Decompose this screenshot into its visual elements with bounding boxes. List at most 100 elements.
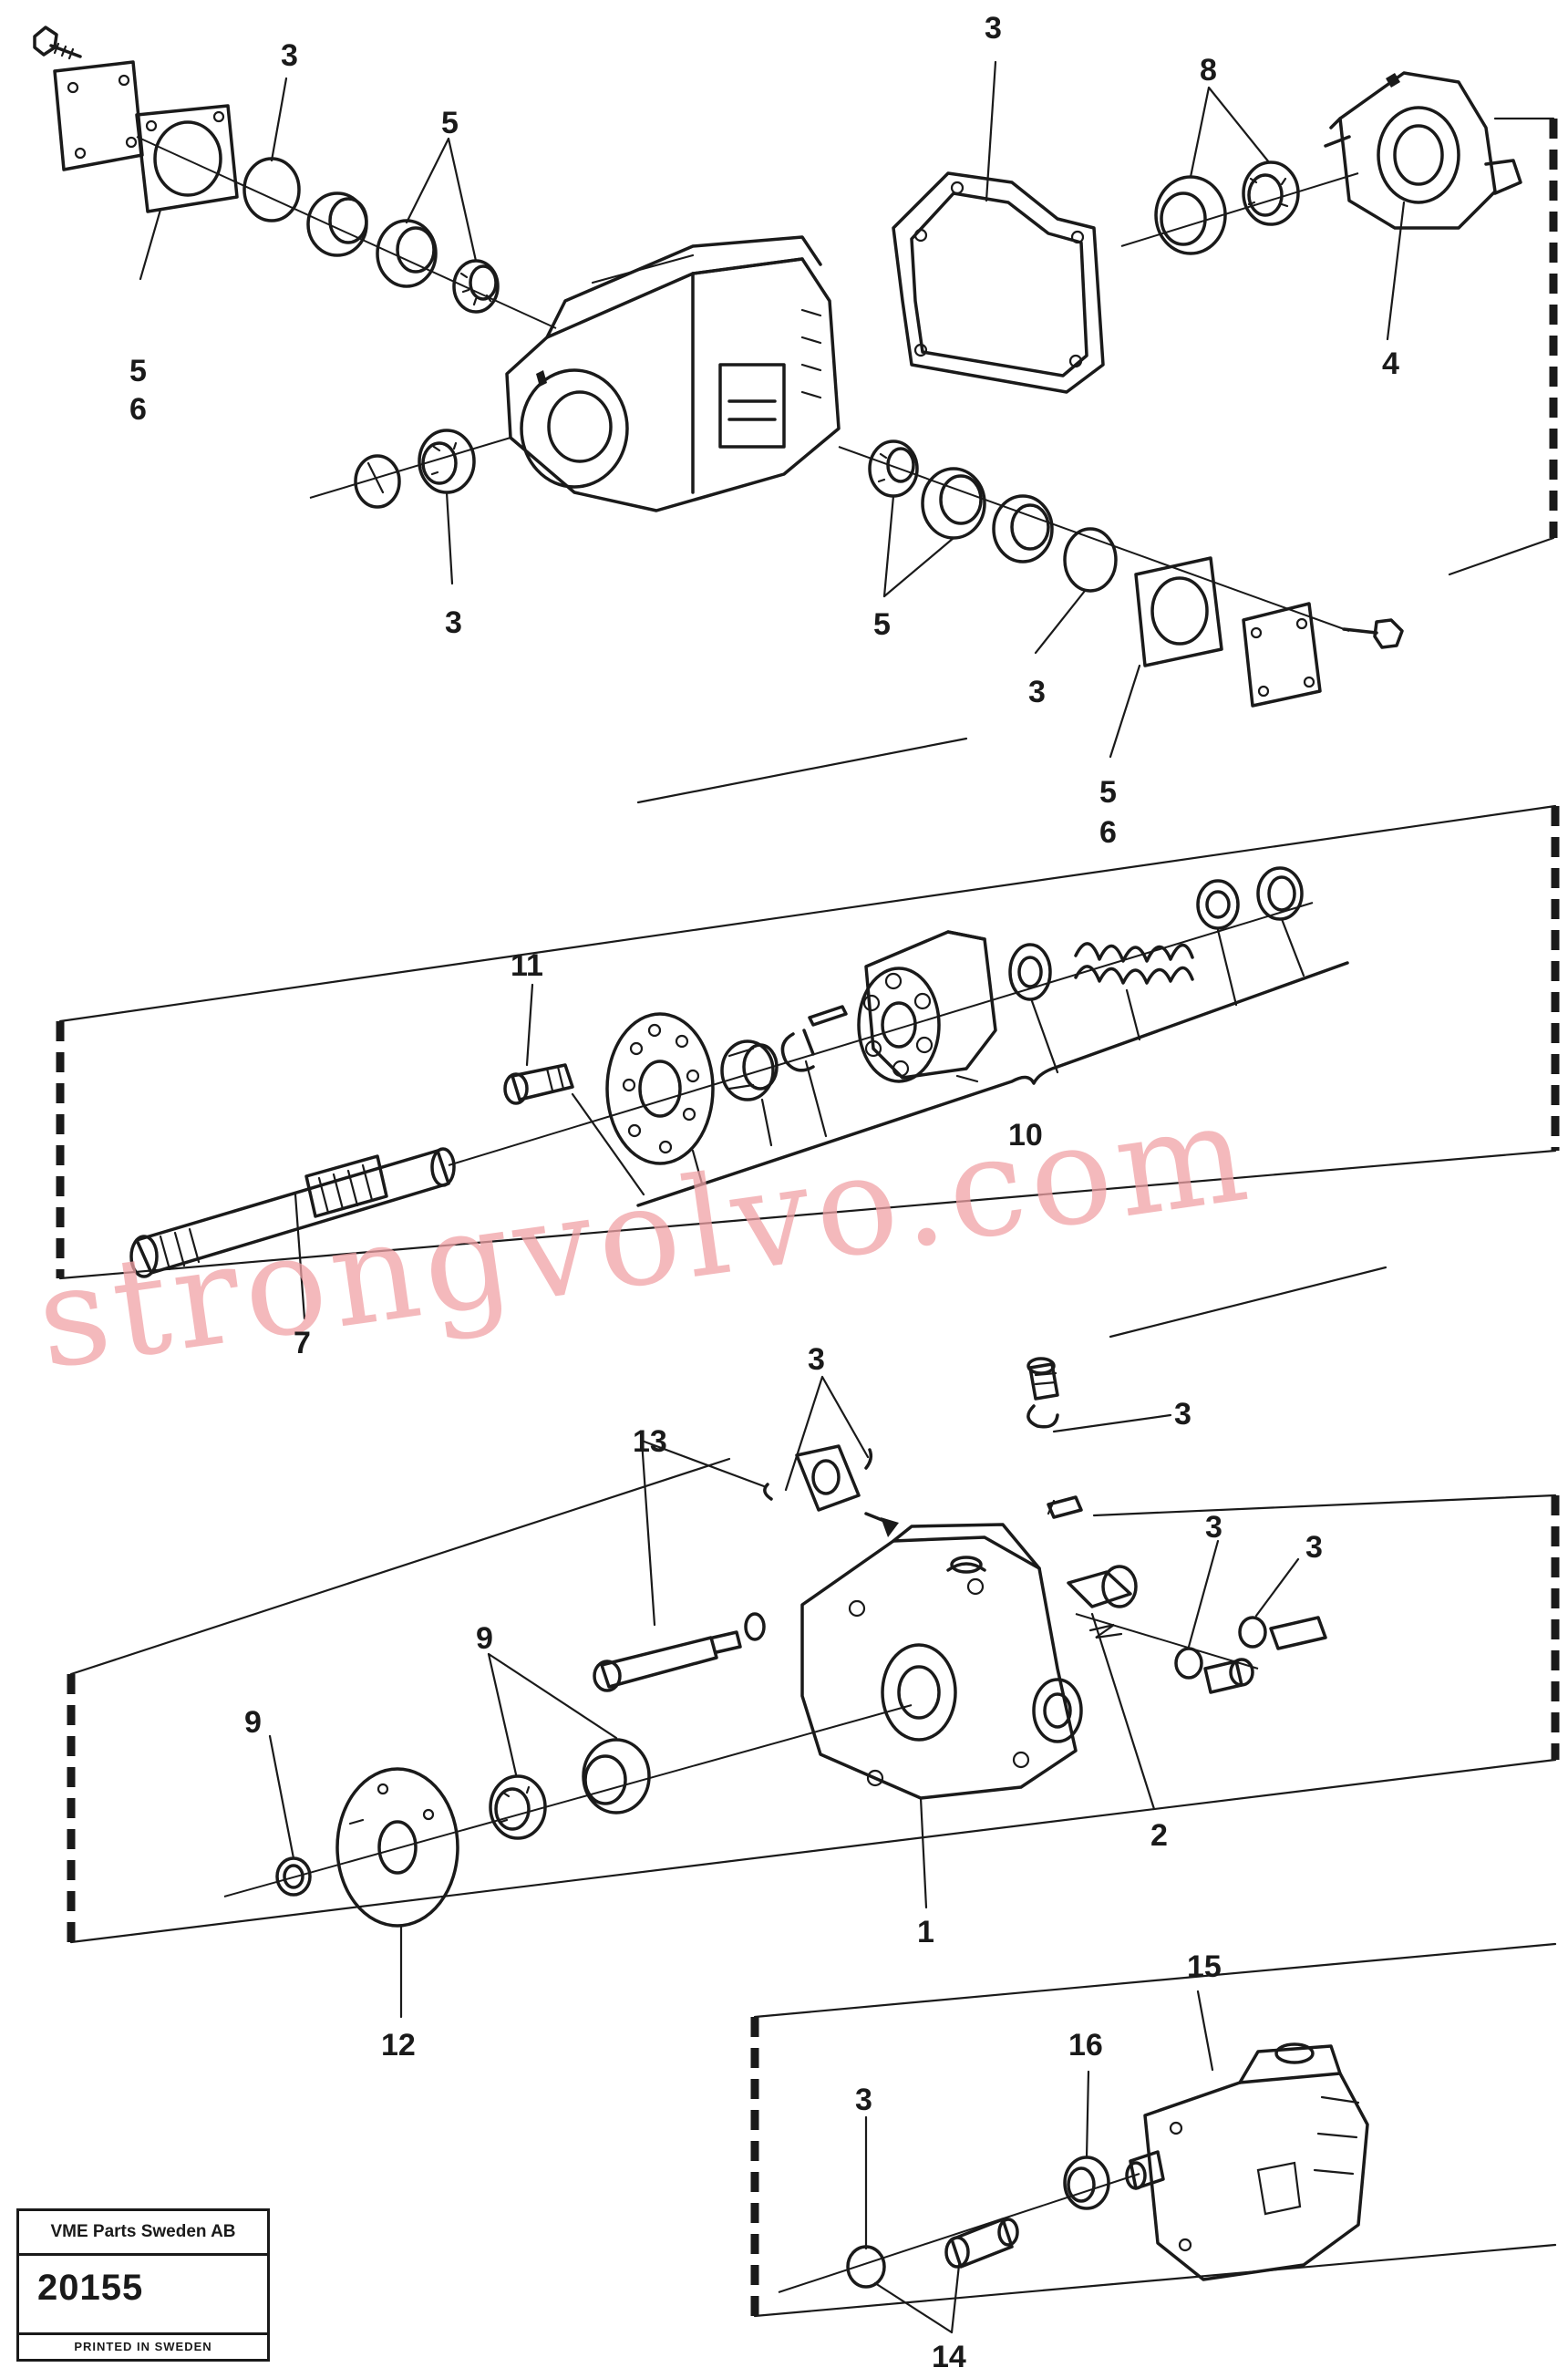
break-line	[1088, 1623, 1123, 1639]
callout-3: 3	[1305, 1530, 1323, 1565]
watermark: strongvolvo.com	[28, 1073, 1262, 1401]
callouts: 3 5 5 6 3 8 4 3 5 3 5 6 11 10 7 3 3 13 3…	[129, 11, 1399, 2374]
callout-3: 3	[1205, 1510, 1222, 1545]
bearing-cup-lower-right	[921, 467, 986, 540]
bearing-cup-right-upper	[1154, 175, 1227, 255]
roller-bearing-left	[452, 259, 500, 314]
cover-plate-left	[53, 60, 144, 171]
snap-ring-middle	[1256, 866, 1304, 921]
gasket-center	[892, 171, 1105, 394]
callout-4: 4	[1382, 346, 1399, 381]
cylinder-block	[857, 930, 997, 1083]
section-end-cover	[67, 1266, 1560, 2019]
plug-right-small	[1174, 1647, 1203, 1680]
callout-5: 5	[1099, 775, 1117, 810]
section-pump-housing	[33, 26, 1558, 804]
section-bracket-line-upper	[1448, 117, 1555, 576]
drawing-number: 20155	[37, 2268, 144, 2308]
bearing-ring-lower-right	[992, 494, 1054, 563]
section-frame-lower	[69, 1457, 1557, 1944]
inspection-cover	[795, 1444, 899, 1537]
roller-bearing-lower-right	[868, 439, 919, 498]
section-frame-middle	[58, 804, 1557, 1280]
company-name: VME Parts Sweden AB	[19, 2211, 267, 2256]
callout-5: 5	[873, 607, 891, 642]
shaft-axis-lower-left	[309, 437, 511, 499]
shaft-axis-aux	[778, 2173, 1140, 2293]
coupling-sleeve	[944, 2218, 1019, 2269]
callout-2: 2	[1150, 1818, 1168, 1853]
leader-line-7	[294, 1193, 306, 1320]
callout-12: 12	[381, 2028, 416, 2063]
end-cover	[800, 1523, 1083, 1800]
section-divider-1	[636, 737, 968, 804]
callout-6: 6	[129, 392, 147, 427]
callout-9: 9	[244, 1705, 262, 1740]
callout-7: 7	[294, 1326, 311, 1360]
aux-pump	[1125, 2042, 1369, 2281]
section-frame-aux	[753, 1942, 1557, 2318]
callout-13: 13	[633, 1424, 667, 1459]
shaft-axis-lower	[223, 1704, 913, 1897]
flange-lower-right	[1134, 556, 1223, 667]
plug-top	[1026, 1357, 1059, 1401]
drive-shaft	[129, 1147, 456, 1278]
callout-6: 6	[1099, 815, 1117, 850]
cover-plate-lower-right	[1242, 602, 1322, 708]
callout-3: 3	[445, 605, 462, 640]
screw-lower-right	[1342, 618, 1404, 649]
shaft-axis-upper	[136, 136, 557, 329]
roller-bearing-lower-left	[418, 429, 476, 494]
shaft-seal	[1063, 2156, 1110, 2210]
o-ring-lower-right	[1063, 527, 1118, 593]
callout-5: 5	[441, 106, 459, 140]
shaft-axis-right	[1120, 172, 1359, 247]
section-shaft-assembly	[56, 804, 1560, 1320]
leader-lines-upper	[139, 60, 1406, 759]
callout-10: 10	[1008, 1118, 1043, 1153]
pump-housing	[505, 235, 841, 512]
bushing	[720, 1039, 779, 1101]
callout-1: 1	[917, 1915, 934, 1949]
key-pin	[808, 1005, 848, 1027]
title-block: VME Parts Sweden AB 20155 PRINTED IN SWE…	[16, 2208, 270, 2362]
roller-bearing-right-upper	[1242, 160, 1300, 226]
section-aux-pump	[750, 1942, 1557, 2334]
swash-plate	[335, 1767, 459, 1928]
roller-bearing-9	[489, 1774, 547, 1840]
flange-left	[135, 104, 239, 213]
callout-3: 3	[808, 1342, 825, 1377]
leader-line-11	[525, 983, 534, 1067]
section-divider-2	[1109, 1266, 1387, 1339]
bearing-sleeve-9	[582, 1738, 651, 1815]
leader-lines-lower	[268, 1375, 1300, 2019]
callout-16: 16	[1068, 2028, 1103, 2063]
spring-retainer	[1196, 879, 1240, 930]
callout-5: 5	[129, 354, 147, 388]
callout-3: 3	[985, 11, 1002, 46]
printed-note: PRINTED IN SWEDEN	[19, 2332, 267, 2359]
callout-3: 3	[281, 38, 298, 73]
leader-lines-aux	[864, 1990, 1214, 2334]
callout-9: 9	[476, 1621, 493, 1656]
plug-right-far	[1238, 1616, 1327, 1650]
bearing-ring-left	[306, 191, 368, 257]
callout-3: 3	[1028, 675, 1046, 709]
washer-10a	[1008, 943, 1052, 1001]
axis-plug-right	[1075, 1613, 1259, 1670]
shaft-axis-lower-right	[838, 446, 1350, 632]
plug-right-bolt	[1203, 1658, 1254, 1694]
callout-15: 15	[1187, 1949, 1222, 1984]
hose-fitting	[1067, 1565, 1138, 1608]
bearing-housing	[1324, 71, 1522, 230]
o-ring-13a	[763, 1483, 773, 1501]
leader-lines-10	[571, 917, 1305, 1196]
callout-14: 14	[932, 2340, 966, 2374]
callout-3: 3	[855, 2083, 872, 2117]
screw-top-left	[33, 26, 82, 60]
callout-11: 11	[511, 948, 543, 983]
coil-spring	[1074, 942, 1194, 985]
bolt-11	[503, 1063, 574, 1105]
screw-top	[1047, 1495, 1083, 1519]
